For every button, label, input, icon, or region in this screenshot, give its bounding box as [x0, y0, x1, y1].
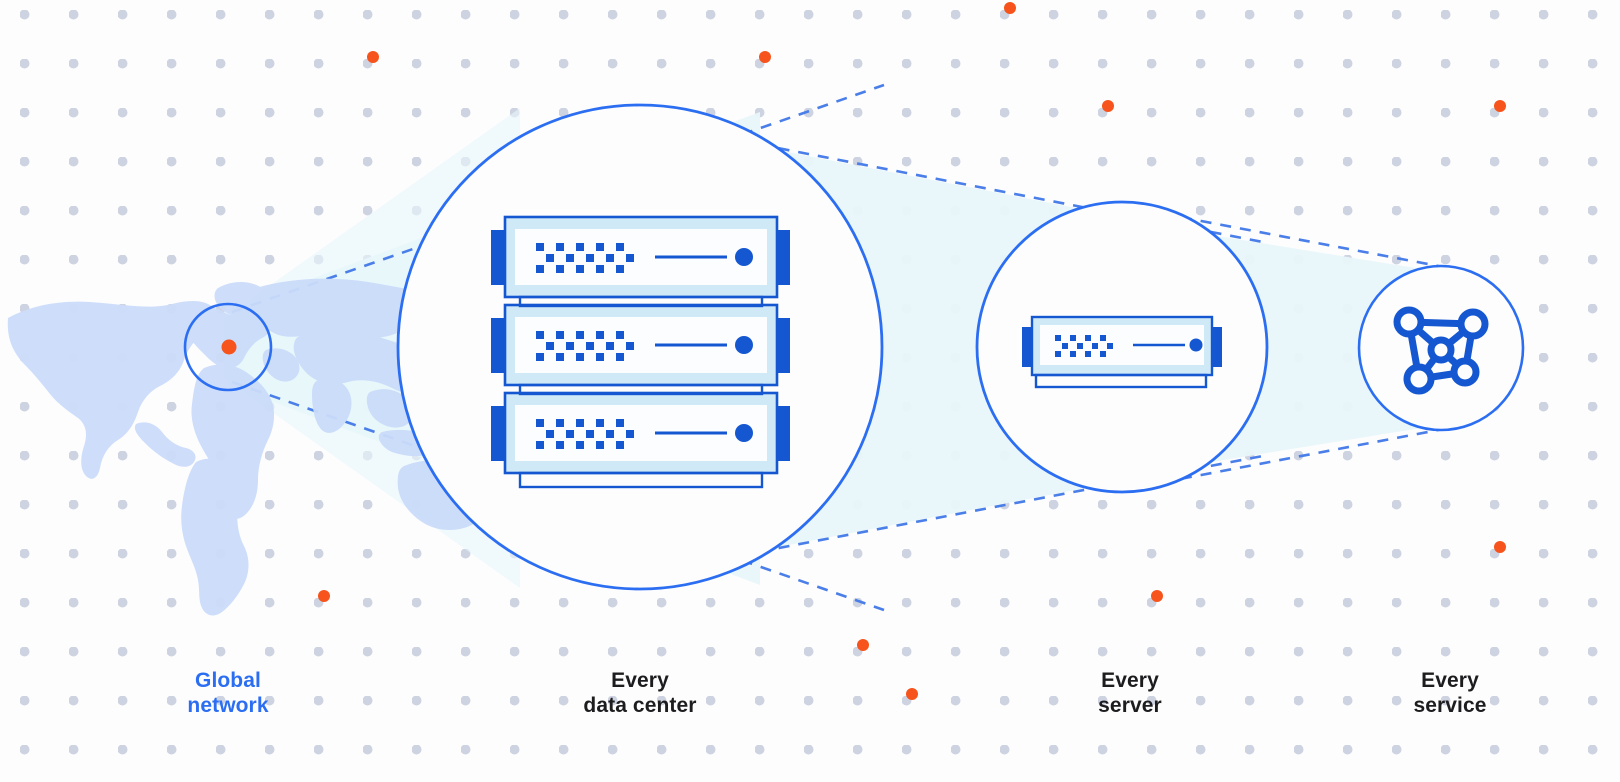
server-status-led [735, 248, 753, 266]
accent-dots [318, 2, 1506, 700]
single-server-icon [1022, 315, 1222, 389]
mesh-node [1450, 357, 1480, 387]
global-network-marker-dot [221, 339, 237, 355]
world-map-landmasses [7, 278, 520, 616]
mesh-node [1393, 306, 1425, 338]
server-unit [491, 303, 790, 387]
global-network-circle[interactable] [183, 302, 273, 392]
server-status-led [1189, 338, 1203, 352]
server-status-led [735, 424, 753, 442]
server-unit [491, 215, 790, 299]
mesh-node [1403, 363, 1435, 395]
server-vent-dots [536, 331, 634, 361]
server-vent-dots [536, 243, 634, 273]
server-vent-dots [536, 419, 634, 449]
rack-struts [518, 295, 764, 489]
server-base-shelf [1034, 373, 1208, 389]
mesh-node-center [1427, 336, 1455, 364]
network-mesh-nodes [1393, 306, 1489, 395]
server-rack-icon [491, 215, 790, 489]
server-status-led [735, 336, 753, 354]
mesh-node [1457, 308, 1489, 340]
server-vent-dots [1055, 335, 1113, 357]
server-unit [491, 391, 790, 475]
